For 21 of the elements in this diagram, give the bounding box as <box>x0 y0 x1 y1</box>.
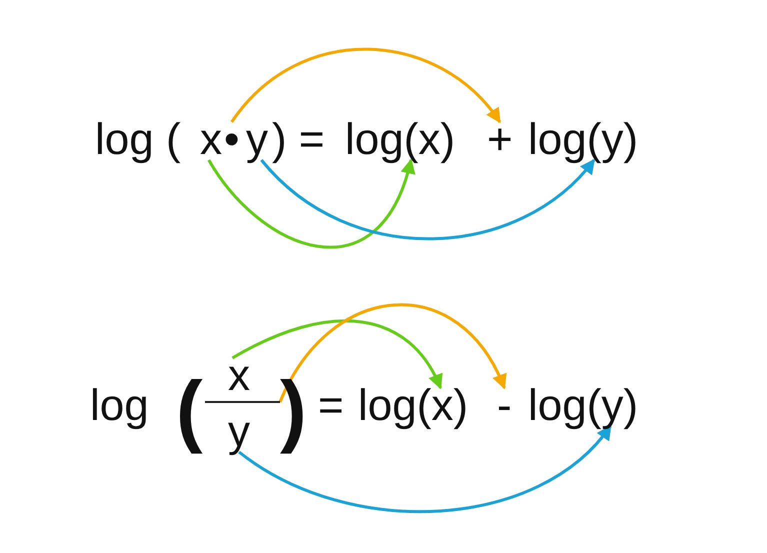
curved-arrow <box>260 158 596 240</box>
log-term: log(x) <box>345 118 456 162</box>
variable-text: x <box>200 118 222 162</box>
formula-text: = <box>318 384 344 428</box>
curved-arrow <box>230 48 502 124</box>
curved-arrow <box>208 158 414 248</box>
log-term: log(y) <box>528 384 638 428</box>
formula-text: log ( <box>95 118 181 162</box>
curved-arrow <box>238 424 612 513</box>
variable-text: y <box>246 118 268 162</box>
minus-sign: - <box>497 384 512 428</box>
curved-arrow <box>278 304 506 403</box>
formula-text: ) = <box>272 118 325 162</box>
curved-arrow <box>232 319 442 390</box>
denominator-text: y <box>228 410 250 454</box>
plus-sign: + <box>487 118 513 162</box>
log-term: log(y) <box>528 118 638 162</box>
formula-text: log <box>90 384 149 428</box>
log-term: log(x) <box>358 384 468 428</box>
multiply-dot: • <box>224 118 240 162</box>
numerator-text: x <box>228 354 250 398</box>
